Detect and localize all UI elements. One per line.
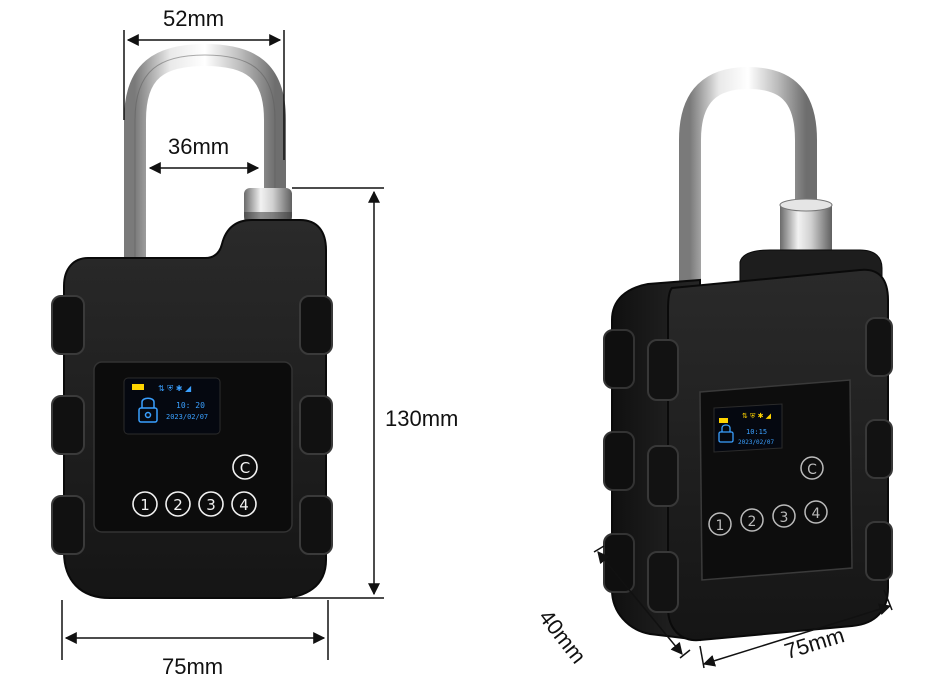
dim-shackle-outer-width: 52mm	[163, 6, 225, 31]
front-key-2[interactable]: 2	[165, 491, 191, 517]
side-key-2[interactable]: 2	[740, 508, 764, 532]
svg-text:3: 3	[206, 496, 216, 514]
dim-shackle-inner-width: 36mm	[168, 134, 230, 159]
front-clear-key[interactable]: C	[232, 454, 258, 480]
side-dimension-lines	[593, 545, 893, 669]
side-right-bumpers	[865, 317, 893, 581]
svg-text:C: C	[807, 462, 817, 478]
side-status-icons: ⇅ ⛨ ✱ ◢	[742, 412, 772, 420]
svg-text:C: C	[240, 459, 250, 477]
side-shackle	[679, 66, 817, 290]
front-key-1[interactable]: 1	[132, 491, 158, 517]
dim-body-height: 130mm	[385, 406, 459, 431]
side-clear-key[interactable]: C	[800, 456, 824, 480]
side-mid-bumpers	[647, 339, 679, 613]
front-left-bumpers	[51, 295, 85, 555]
front-lock-glyph-icon	[138, 397, 158, 423]
front-key-3[interactable]: 3	[198, 491, 224, 517]
dim-body-width: 75mm	[162, 654, 224, 679]
front-status-icons: ⇅ ⛨ ✱ ◢	[158, 384, 192, 393]
svg-text:1: 1	[716, 518, 725, 534]
front-screen	[123, 377, 221, 435]
svg-text:4: 4	[239, 496, 249, 514]
front-key-4[interactable]: 4	[231, 491, 257, 517]
side-key-3[interactable]: 3	[772, 504, 796, 528]
side-left-bumpers	[603, 329, 635, 593]
side-key-4[interactable]: 4	[804, 500, 828, 524]
side-screen	[713, 403, 783, 453]
svg-text:4: 4	[812, 506, 821, 522]
side-lock-glyph-icon	[718, 424, 734, 443]
side-lock: ⇅ ⛨ ✱ ◢ 10:15 2023/02/07 C 1 2 3 4	[603, 66, 893, 642]
svg-text:2: 2	[748, 514, 757, 530]
front-screen-date: 2023/02/07	[166, 413, 208, 421]
side-battery-icon	[719, 418, 728, 423]
front-lock: ⇅ ⛨ ✱ ◢ 10: 20 2023/02/07 C 1 2 3 4	[51, 43, 333, 599]
side-screen-date: 2023/02/07	[738, 439, 775, 446]
front-battery-icon	[132, 384, 144, 390]
front-right-bumpers	[299, 295, 333, 555]
front-dimension-lines	[61, 30, 384, 660]
svg-text:1: 1	[140, 496, 150, 514]
side-key-1[interactable]: 1	[708, 512, 732, 536]
side-screen-time: 10:15	[746, 428, 767, 436]
side-shackle-collar	[780, 205, 832, 261]
front-screen-time: 10: 20	[176, 401, 205, 410]
svg-text:3: 3	[780, 510, 789, 526]
svg-text:2: 2	[173, 496, 183, 514]
